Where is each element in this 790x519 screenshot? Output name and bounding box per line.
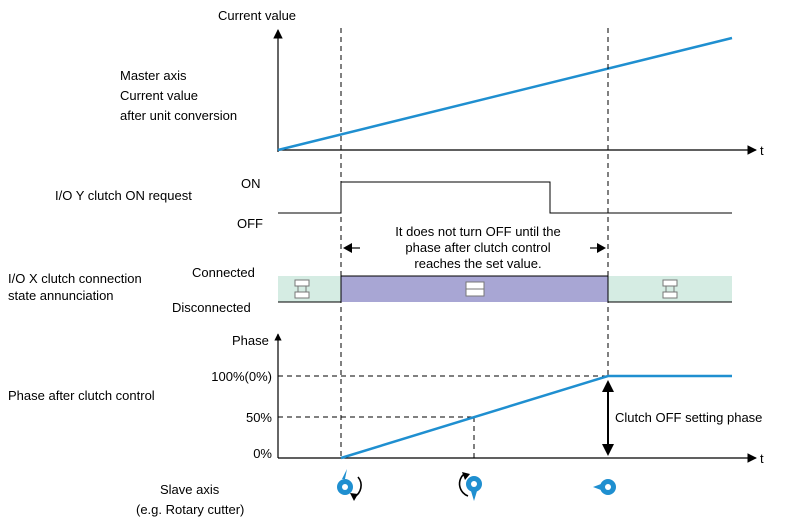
annotation-line-1: It does not turn OFF until the xyxy=(395,224,560,239)
annotation-bg xyxy=(362,222,594,272)
clutch-disengaged-icon xyxy=(662,279,678,299)
connection-state-label-2: state annunciation xyxy=(8,288,114,303)
master-axis-label-1: Master axis xyxy=(120,68,187,83)
annotation-arrow-left-head xyxy=(343,243,352,253)
annotation-line-3: reaches the set value. xyxy=(414,256,541,271)
disconnected-label: Disconnected xyxy=(172,300,251,315)
master-axis-label-3: after unit conversion xyxy=(120,108,237,123)
rotary-cutter-icon xyxy=(593,479,616,495)
phase-t-label: t xyxy=(760,451,764,466)
off-setting-label: Clutch OFF setting phase xyxy=(615,410,762,425)
tick-100-label: 100%(0%) xyxy=(211,369,272,384)
connected-label: Connected xyxy=(192,265,255,280)
clutch-request-label: I/O Y clutch ON request xyxy=(55,188,192,203)
slave-axis-label-2: (e.g. Rotary cutter) xyxy=(136,502,244,517)
connection-state-signal xyxy=(278,275,732,303)
master-axis-label-2: Current value xyxy=(120,88,198,103)
master-current-value-line xyxy=(277,36,733,152)
off-setting-arrow-down xyxy=(602,444,614,456)
phase-y-axis-label: Phase xyxy=(232,333,269,348)
tick-0-label: 0% xyxy=(253,446,272,461)
rotary-cutter-icon xyxy=(458,472,482,501)
clutch-engaged-icon xyxy=(465,281,485,297)
annotation-line-2: phase after clutch control xyxy=(405,240,550,255)
top-y-axis-label: Current value xyxy=(218,8,296,23)
tick-50-label: 50% xyxy=(246,410,272,425)
clutch-request-signal xyxy=(278,181,732,214)
connection-state-label-1: I/O X clutch connection xyxy=(8,271,142,286)
off-setting-arrow-up xyxy=(602,380,614,392)
phase-series-label: Phase after clutch control xyxy=(8,388,155,403)
rotary-cutter-icon xyxy=(337,469,362,501)
annotation-arrow-right-head xyxy=(597,243,606,253)
phase-line xyxy=(340,374,732,460)
slave-axis-label-1: Slave axis xyxy=(160,482,220,497)
clutch-disengaged-icon xyxy=(294,279,310,299)
clutch-request-off-label: OFF xyxy=(237,216,263,231)
clutch-request-on-label: ON xyxy=(241,176,261,191)
top-t-label: t xyxy=(760,143,764,158)
